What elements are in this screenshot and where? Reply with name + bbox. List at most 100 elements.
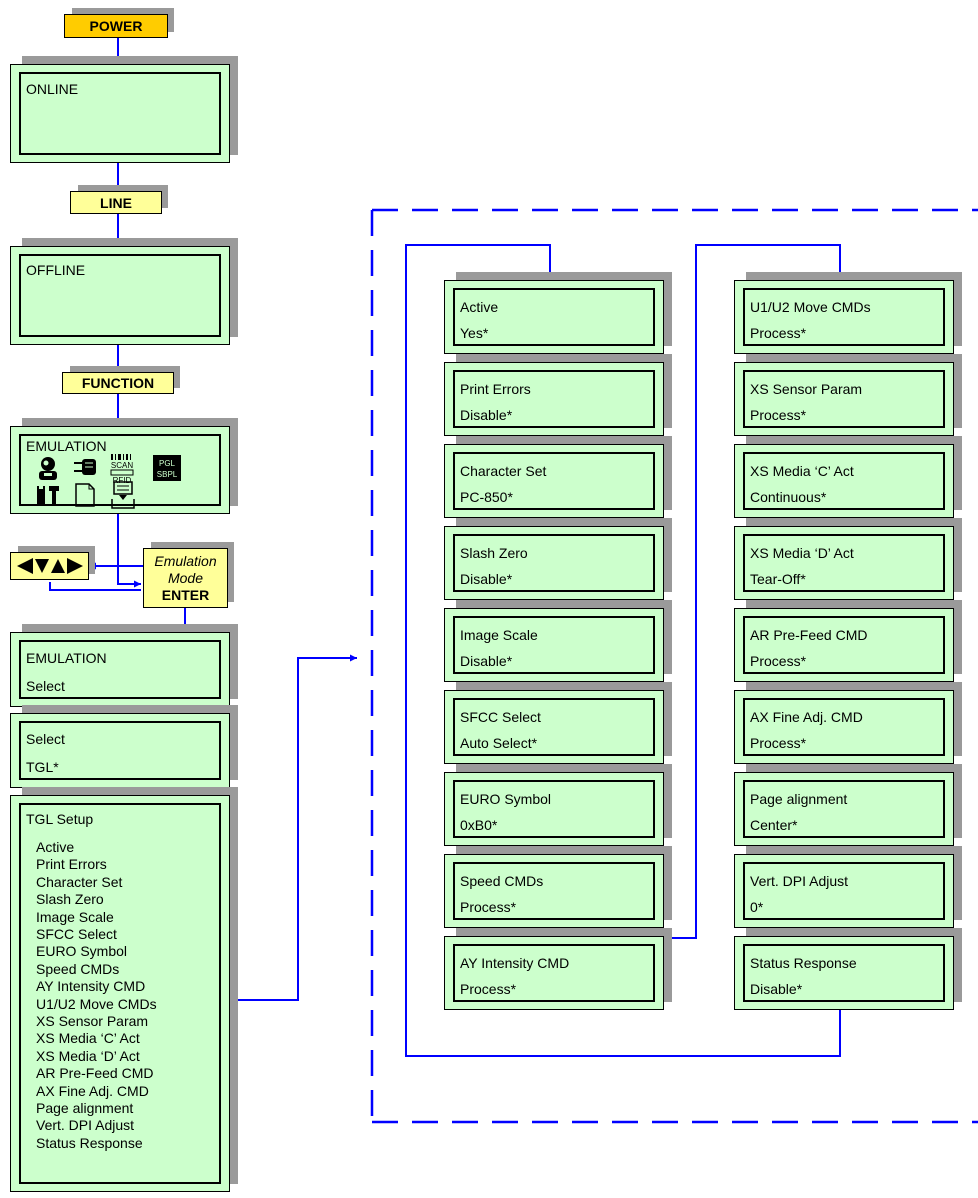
setting-name: Image Scale <box>460 627 538 643</box>
down-arrow-icon[interactable] <box>34 559 49 573</box>
emulation-mode-enter-key[interactable]: Emulation Mode ENTER <box>143 542 234 608</box>
emulation-select-screen: EMULATION Select <box>10 624 238 707</box>
select-tgl-screen: Select TGL* <box>10 705 238 788</box>
setting-value: Disable* <box>460 407 513 423</box>
tgl-setup-list-item: Speed CMDs <box>36 960 120 977</box>
offline-text: OFFLINE <box>26 262 86 278</box>
line-key-label: LINE <box>70 191 162 214</box>
tgl-setup-list-item: Slash Zero <box>36 891 104 908</box>
up-arrow-icon[interactable] <box>50 559 65 573</box>
setting-name: U1/U2 Move CMDs <box>750 299 871 315</box>
setting-value: Disable* <box>460 653 513 669</box>
document-icon <box>75 483 95 507</box>
setting-value: 0xB0* <box>460 817 498 833</box>
emulation-menu-screen: EMULATION SCAN RFID PGL SBPL <box>10 418 238 514</box>
setting-value: Disable* <box>750 981 803 997</box>
left-arrow-icon[interactable] <box>16 558 33 574</box>
tgl-setup-list-item: AY Intensity CMD <box>36 978 146 995</box>
setup-to-settings-arrow <box>230 654 357 1001</box>
setting-name: Slash Zero <box>460 545 528 561</box>
setting-value: Disable* <box>460 571 513 587</box>
setting-screen: EURO Symbol 0xB0* <box>444 764 672 846</box>
emulation-select-line1: EMULATION <box>26 650 107 666</box>
rfid-label: RFID <box>113 476 132 485</box>
setting-value: Center* <box>750 817 798 833</box>
setting-value: Tear-Off* <box>750 571 806 587</box>
emulation-menu-title: EMULATION <box>26 438 107 454</box>
line-key[interactable]: LINE <box>70 185 168 214</box>
setting-value: Process* <box>750 735 807 751</box>
setting-screen: Vert. DPI Adjust 0* <box>734 846 962 928</box>
online-screen: ONLINE <box>10 56 238 163</box>
tgl-setup-title: TGL Setup <box>26 811 94 827</box>
connector-icon <box>74 459 96 475</box>
settings-group-border <box>370 208 978 1124</box>
setting-name: Print Errors <box>460 381 531 397</box>
tgl-setup-list-item: AX Fine Adj. CMD <box>36 1082 149 1099</box>
right-arrow-icon[interactable] <box>66 558 83 574</box>
tgl-setup-list-item: Active <box>36 839 75 855</box>
setting-value: Process* <box>460 981 517 997</box>
tgl-setup-list-item: Image Scale <box>36 908 114 925</box>
setting-name: AR Pre-Feed CMD <box>750 627 868 643</box>
function-key-label: FUNCTION <box>62 372 174 394</box>
emulation-select-line2: Select <box>26 678 65 694</box>
tgl-setup-list-item: Print Errors <box>36 856 107 873</box>
person-icon <box>39 457 57 480</box>
online-text: ONLINE <box>26 81 79 97</box>
setting-value: Process* <box>460 899 517 915</box>
setting-name: XS Sensor Param <box>750 381 863 397</box>
enter-key-line1: Emulation <box>154 552 217 569</box>
setting-screen: AY Intensity CMD Process* <box>444 928 672 1010</box>
setting-name: Speed CMDs <box>460 873 544 889</box>
setting-value: Yes* <box>460 325 489 341</box>
tgl-setup-list-item: Character Set <box>36 873 123 890</box>
scan-label: SCAN <box>111 461 133 470</box>
tgl-setup-list-item: EURO Symbol <box>36 943 128 960</box>
setting-name: AY Intensity CMD <box>460 955 570 971</box>
scan-rfid-icon: SCAN RFID <box>110 454 134 485</box>
tgl-setup-list-item: Vert. DPI Adjust <box>36 1117 135 1134</box>
setting-name: SFCC Select <box>460 709 541 725</box>
tgl-setup-list-item: XS Media ‘C’ Act <box>36 1030 140 1047</box>
setting-name: Active <box>460 299 499 315</box>
loop-to-col1-arrow <box>405 244 841 1057</box>
tgl-setup-list-item: Page alignment <box>36 1100 134 1116</box>
setting-name: XS Media ‘C’ Act <box>750 463 854 479</box>
navigation-arrow-keys[interactable] <box>10 546 95 580</box>
function-key[interactable]: FUNCTION <box>62 366 180 394</box>
setting-name: EURO Symbol <box>460 791 552 807</box>
tgl-setup-list-item: SFCC Select <box>36 926 117 942</box>
wrench-icon <box>37 484 59 504</box>
setting-name: XS Media ‘D’ Act <box>750 545 854 561</box>
pgl-sbpl-icon: PGL SBPL <box>153 455 181 481</box>
select-tgl-line2: TGL* <box>26 759 59 775</box>
setting-value: 0* <box>750 899 764 915</box>
enter-key-line3: ENTER <box>161 586 210 603</box>
setting-value: Process* <box>750 653 807 669</box>
tgl-setup-list-item: XS Sensor Param <box>36 1013 149 1029</box>
setting-screen: AR Pre-Feed CMD Process* <box>734 600 962 682</box>
setting-name: Vert. DPI Adjust <box>750 873 849 889</box>
select-tgl-line1: Select <box>26 731 65 747</box>
print-job-icon <box>111 481 135 509</box>
offline-screen: OFFLINE <box>10 238 238 345</box>
power-key[interactable]: POWER <box>64 8 174 38</box>
tgl-setup-list-item: XS Media ‘D’ Act <box>36 1047 140 1064</box>
setting-value: Auto Select* <box>460 735 538 751</box>
nav-loop-connector <box>49 582 141 591</box>
setting-value: Continuous* <box>750 489 827 505</box>
